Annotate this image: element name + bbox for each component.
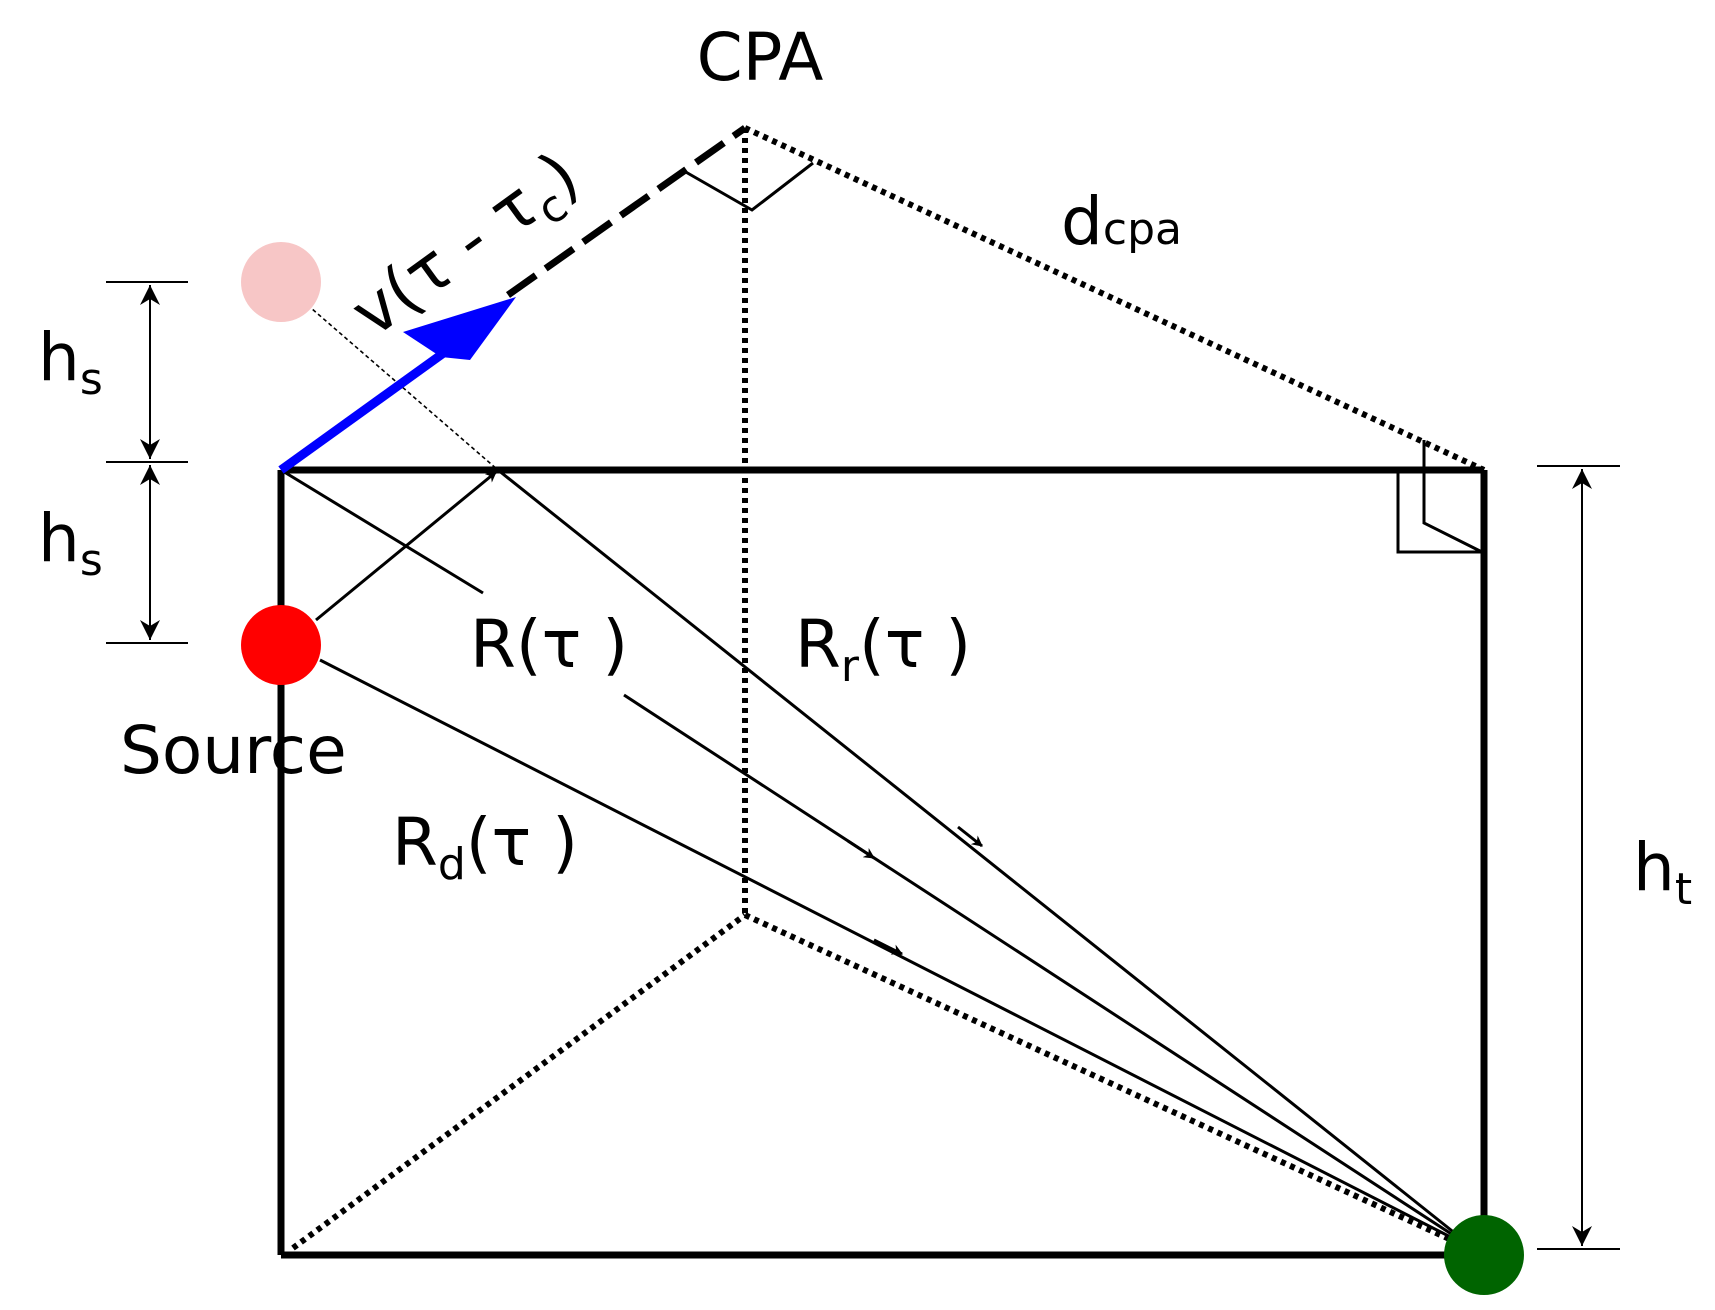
range-ray-lower	[623, 693, 1477, 1252]
velocity-vector	[278, 348, 448, 474]
direct-path-label-args: (τ )	[466, 804, 578, 881]
dcpa-label: dcpa	[1061, 183, 1182, 260]
ht-label-sub: t	[1675, 864, 1692, 915]
hs-upper-label-sub: s	[80, 354, 103, 405]
hs-upper-label: hs	[38, 319, 103, 405]
receiver-right-angle-marker	[1422, 440, 1485, 555]
reflected-path-ray	[497, 468, 1477, 1252]
reflected-path-label-args: (τ )	[859, 606, 971, 683]
source-point	[241, 605, 321, 685]
range-label: R(τ )	[470, 606, 628, 683]
range-ray-arrow	[847, 839, 875, 860]
reflected-ray-arrow	[957, 825, 983, 848]
dcpa-dotted-line	[743, 125, 1486, 473]
source-label: Source	[120, 712, 347, 789]
hs-upper-label-main: h	[38, 319, 80, 396]
range-label-main: R	[470, 606, 516, 683]
reflected-path-label-sub: r	[841, 641, 860, 692]
velocity-arrowhead	[403, 297, 516, 360]
cpa-right-angle-marker	[683, 161, 814, 212]
direct-path-label-main: R	[392, 804, 438, 881]
range-ray-upper	[280, 468, 484, 595]
receiver-point	[1444, 1215, 1524, 1295]
reflected-path-label-main: R	[795, 606, 841, 683]
direct-path-label: Rd(τ )	[392, 804, 578, 890]
ht-label: ht	[1633, 829, 1692, 915]
bottom-right-dotted	[743, 912, 1486, 1258]
direct-path-ray	[319, 658, 1477, 1252]
dcpa-label-main: d	[1061, 183, 1103, 260]
range-label-args: (τ )	[516, 606, 628, 683]
hs-lower-label-sub: s	[80, 535, 103, 586]
dcpa-label-sub: cpa	[1103, 204, 1182, 255]
hs-lower-label: hs	[38, 500, 103, 586]
hs-lower-label-main: h	[38, 500, 80, 577]
bottom-left-dotted	[291, 912, 747, 1251]
cpa-label: CPA	[697, 19, 824, 96]
track-dashed-line	[505, 125, 748, 298]
direct-ray-arrow	[873, 938, 903, 956]
image-source-point	[241, 242, 321, 322]
direct-path-label-sub: d	[438, 839, 466, 890]
image-source-ray	[280, 281, 499, 471]
ht-label-main: h	[1633, 829, 1675, 906]
surface-right-angle-marker	[1396, 470, 1484, 554]
reflected-path-label: Rr(τ )	[795, 606, 971, 692]
